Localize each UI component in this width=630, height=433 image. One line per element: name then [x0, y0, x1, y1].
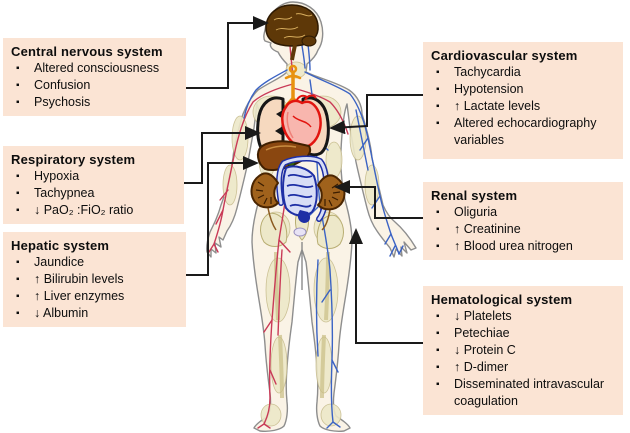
list-item: ↑ Lactate levels — [431, 98, 617, 115]
brain-icon — [265, 4, 319, 61]
panel-cardiovascular-system: Cardiovascular system Tachycardia Hypote… — [423, 42, 623, 159]
list-item: Disseminated intravascular coagulation — [431, 376, 617, 410]
panel-renal-system: Renal system Oliguria ↑ Creatinine ↑ Blo… — [423, 182, 623, 260]
connector-renal — [334, 180, 423, 219]
list-item: Oliguria — [431, 204, 617, 221]
panel-list: Hypoxia Tachypnea ↓ PaO₂ :FiO₂ ratio — [11, 168, 178, 219]
connector-hepatic — [186, 156, 259, 276]
connector-hematological — [349, 228, 423, 344]
list-item: ↑ Bilirubin levels — [11, 271, 180, 288]
list-item: Hypoxia — [11, 168, 178, 185]
list-item: Altered consciousness — [11, 60, 180, 77]
panel-list: Oliguria ↑ Creatinine ↑ Blood urea nitro… — [431, 204, 617, 255]
list-item: ↓ Platelets — [431, 308, 617, 325]
list-item: ↓ PaO₂ :FiO₂ ratio — [11, 202, 178, 219]
panel-central-nervous-system: Central nervous system Altered conscious… — [3, 38, 186, 116]
list-item: ↑ D-dimer — [431, 359, 617, 376]
list-item: Altered echocardiography variables — [431, 115, 617, 149]
connector-respiratory — [184, 126, 261, 184]
list-item: ↓ Albumin — [11, 305, 180, 322]
panel-list: Tachycardia Hypotension ↑ Lactate levels… — [431, 64, 617, 149]
list-item: ↑ Liver enzymes — [11, 288, 180, 305]
list-item: Hypotension — [431, 81, 617, 98]
panel-title-hepatic-system: Hepatic system — [11, 238, 110, 253]
panel-list: ↓ Platelets Petechiae ↓ Protein C ↑ D-di… — [431, 308, 617, 410]
panel-hepatic-system: Hepatic system Jaundice ↑ Bilirubin leve… — [3, 232, 186, 327]
list-item: Tachypnea — [11, 185, 178, 202]
connector-central-nervous-system — [186, 16, 269, 89]
list-item: Tachycardia — [431, 64, 617, 81]
panel-title-central-nervous-system: Central nervous system — [11, 44, 163, 59]
panel-title-hematological-system: Hematological system — [431, 292, 573, 307]
panel-title-respiratory-system: Respiratory system — [11, 152, 136, 167]
panel-hematological-system: Hematological system ↓ Platelets Petechi… — [423, 286, 623, 415]
panel-respiratory-system: Respiratory system Hypoxia Tachypnea ↓ P… — [3, 146, 184, 224]
panel-title-renal-system: Renal system — [431, 188, 518, 203]
connector-cardiovascular — [329, 94, 423, 135]
list-item: ↓ Protein C — [431, 342, 617, 359]
panel-list: Jaundice ↑ Bilirubin levels ↑ Liver enzy… — [11, 254, 180, 322]
panel-list: Altered consciousness Confusion Psychosi… — [11, 60, 180, 111]
body-outline — [206, 1, 417, 432]
list-item: Jaundice — [11, 254, 180, 271]
panel-title-cardiovascular-system: Cardiovascular system — [431, 48, 578, 63]
list-item: ↑ Blood urea nitrogen — [431, 238, 617, 255]
list-item: ↑ Creatinine — [431, 221, 617, 238]
pelvis-bones-icon — [260, 212, 344, 399]
connectors — [184, 16, 423, 344]
list-item: Psychosis — [11, 94, 180, 111]
list-item: Petechiae — [431, 325, 617, 342]
bladder-icon — [293, 227, 307, 237]
list-item: Confusion — [11, 77, 180, 94]
